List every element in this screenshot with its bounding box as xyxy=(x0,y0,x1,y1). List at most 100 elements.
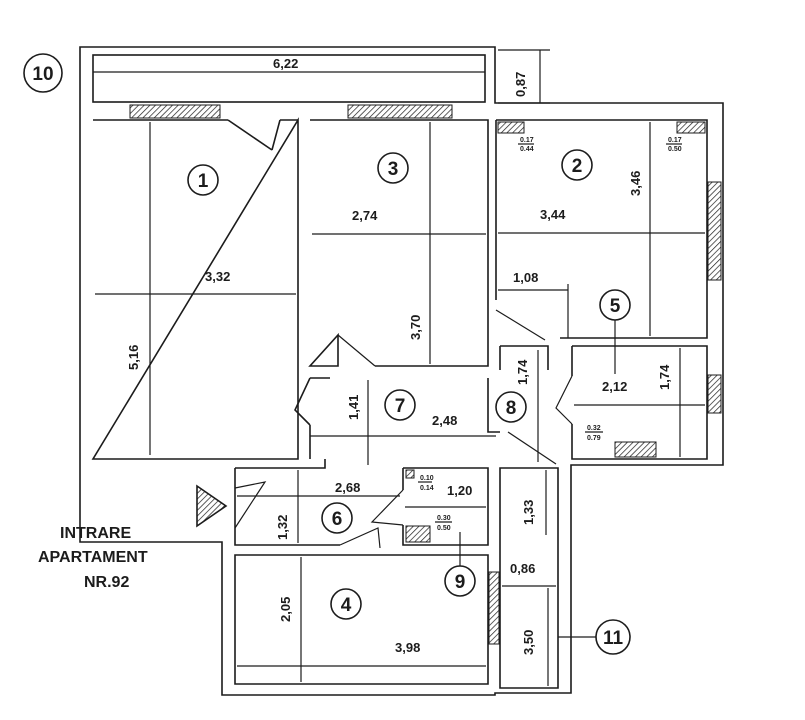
room-1-window xyxy=(129,104,221,119)
duct-4-top: 0.10 xyxy=(420,475,434,482)
room-5-window xyxy=(707,374,722,414)
duct-3 xyxy=(614,441,657,458)
room-marker-4 xyxy=(330,588,362,620)
room-6-length-label: 1,32 xyxy=(275,515,290,540)
room-5-walls xyxy=(571,345,708,460)
room-2-niche-label: 1,08 xyxy=(513,270,538,285)
room-number-1: 1 xyxy=(198,171,209,192)
room-2-walls xyxy=(495,119,708,339)
room-8-door-leaf xyxy=(507,431,557,465)
room-marker-9 xyxy=(444,565,476,597)
entrance-line-1: INTRARE xyxy=(60,525,131,542)
room-number-8: 8 xyxy=(506,398,517,419)
room-marker-7 xyxy=(384,389,416,421)
room-7-right-wall xyxy=(487,378,500,433)
outer-walls xyxy=(79,46,724,696)
room-5-width-label: 2,12 xyxy=(602,379,627,394)
room-1-walls xyxy=(91,117,299,460)
duct-1 xyxy=(497,121,525,134)
duct-4 xyxy=(405,469,415,479)
duct-5-top: 0.30 xyxy=(437,515,451,522)
duct-3-bottom: 0.79 xyxy=(587,435,601,442)
room-8-length-label: 1,74 xyxy=(515,359,530,385)
duct-5-bottom: 0.50 xyxy=(437,525,451,532)
room-4-window xyxy=(488,571,500,645)
room-number-5: 5 xyxy=(610,296,621,317)
room-5-length-label: 1,74 xyxy=(657,364,672,390)
room-11-walls xyxy=(499,467,559,689)
room-7-length-label: 1,41 xyxy=(346,395,361,420)
room-2-door-leaf xyxy=(495,309,546,341)
balcony-outline xyxy=(92,54,486,103)
duct-4-bottom: 0.14 xyxy=(420,485,434,492)
room-2-length-label: 3,46 xyxy=(628,171,643,196)
entrance-line-2: APARTAMENT xyxy=(38,549,148,566)
room-5-door-leaf xyxy=(555,375,573,425)
entrance-line-3: NR.92 xyxy=(84,574,129,591)
room-9-walls xyxy=(402,467,489,546)
room-marker-11 xyxy=(595,619,631,655)
room-3-length-label: 3,70 xyxy=(408,315,423,340)
duct-3-top: 0.32 xyxy=(587,425,601,432)
room-3-door-leaf xyxy=(337,334,376,367)
room-number-4: 4 xyxy=(341,595,352,616)
room-marker-1 xyxy=(187,164,219,196)
duct-1-top: 0.17 xyxy=(520,137,534,144)
room-6-width-label: 2,68 xyxy=(335,480,360,495)
room-1-length-label: 5,16 xyxy=(126,345,141,370)
room-1-width-label: 3,32 xyxy=(205,269,230,284)
room-marker-5 xyxy=(599,289,631,321)
room-number-3: 3 xyxy=(388,159,399,180)
balcony-length-label: 6,22 xyxy=(273,56,298,71)
room-3-window xyxy=(347,104,453,119)
room-9-door-leaf xyxy=(370,489,404,526)
room-1: 5,16 3,32 1 xyxy=(91,104,299,460)
entrance-door-leaf xyxy=(234,481,267,529)
balcony-depth-label: 0,87 xyxy=(513,72,528,97)
room-6: 2,68 1,32 6 xyxy=(234,459,400,549)
room-4-walls xyxy=(234,554,489,685)
room-marker-8 xyxy=(495,391,527,423)
room-number-6: 6 xyxy=(332,509,343,530)
duct-2 xyxy=(676,121,706,134)
room-number-11: 11 xyxy=(603,628,624,649)
room-1-balcony-door xyxy=(227,119,273,151)
room-4-width-label: 3,98 xyxy=(395,640,420,655)
entrance-arrow-icon xyxy=(196,484,228,528)
room-2-window xyxy=(707,181,722,281)
room-marker-10 xyxy=(23,53,63,93)
duct-1-bottom: 0.44 xyxy=(520,146,534,153)
room-marker-3 xyxy=(377,152,409,184)
room-number-10: 10 xyxy=(32,64,53,85)
room-5: 2,12 1,74 0.32 0.79 5 xyxy=(555,289,722,460)
room-11: 1,33 0,86 3,50 11 xyxy=(499,467,631,689)
room-11-width-label: 0,86 xyxy=(510,561,535,576)
room-number-2: 2 xyxy=(572,156,583,177)
room-9-width-label: 1,20 xyxy=(447,483,472,498)
room-9: 1,20 0.10 0.14 0.30 0.50 9 xyxy=(370,467,489,597)
entrance: INTRARE APARTAMENT NR.92 xyxy=(38,484,228,591)
room-4-door-leaf xyxy=(339,527,381,549)
room-number-9: 9 xyxy=(455,572,466,593)
room-3: 2,74 3,70 3 xyxy=(308,104,489,367)
room-4: 3,98 2,05 4 xyxy=(234,554,500,685)
room-number-7: 7 xyxy=(395,396,406,417)
room-4-length-label: 2,05 xyxy=(278,597,293,622)
room-8: 1,74 8 xyxy=(495,345,557,465)
room-marker-2 xyxy=(561,149,593,181)
room-11-length-a-label: 1,33 xyxy=(521,500,536,525)
outer-wall-path xyxy=(79,46,724,696)
room-3-width-label: 2,74 xyxy=(352,208,378,223)
room-3-walls xyxy=(308,119,489,367)
balcony-room-10: 6,22 0,87 10 xyxy=(23,49,550,104)
room-7-walls xyxy=(294,377,330,459)
room-7-width-label: 2,48 xyxy=(432,413,457,428)
room-marker-6 xyxy=(321,502,353,534)
room-1-door-leaf xyxy=(271,119,281,151)
room-7: 2,48 1,41 7 xyxy=(294,377,500,465)
room-11-length-b-label: 3,50 xyxy=(521,630,536,655)
room-2-width-label: 3,44 xyxy=(540,207,566,222)
room-2: 0.17 0.44 0.17 0.50 3,44 3,46 1,08 2 xyxy=(495,119,722,341)
room-6-walls xyxy=(234,459,340,546)
